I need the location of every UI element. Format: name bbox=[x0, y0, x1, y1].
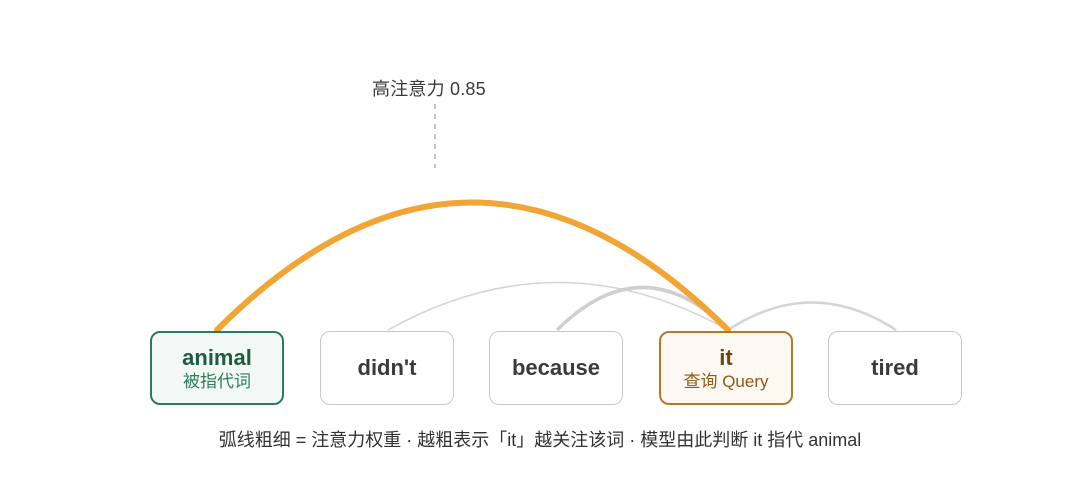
token-role-label: 查询 Query bbox=[683, 371, 769, 391]
token-word: animal bbox=[182, 344, 252, 370]
arc-it-tired bbox=[727, 301, 897, 332]
token-word: didn't bbox=[357, 355, 417, 380]
token-animal: animal 被指代词 bbox=[150, 331, 284, 405]
token-didnt: didn't bbox=[320, 331, 454, 405]
diagram-caption: 弧线粗细 = 注意力权重 · 越粗表示「it」越关注该词 · 模型由此判断 it… bbox=[218, 430, 862, 450]
token-it: it 查询 Query bbox=[659, 331, 793, 405]
token-word: because bbox=[511, 355, 601, 380]
token-word: tired bbox=[871, 355, 919, 380]
arc-it-didnt bbox=[387, 281, 729, 331]
token-because: because bbox=[489, 331, 623, 405]
token-tired: tired bbox=[828, 331, 962, 405]
arc-it-animal bbox=[214, 199, 731, 333]
token-role-label: 被指代词 bbox=[183, 371, 251, 391]
token-word: it bbox=[719, 344, 733, 370]
high-attention-label: 高注意力 0.85 bbox=[372, 79, 486, 99]
